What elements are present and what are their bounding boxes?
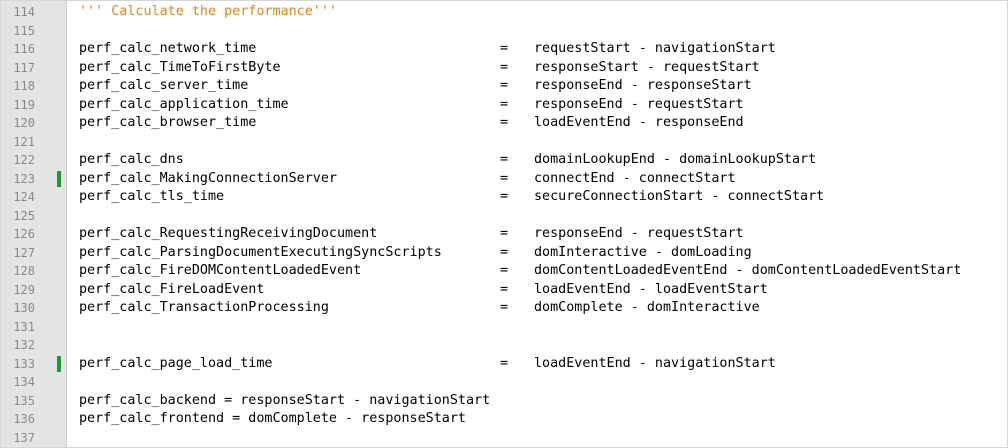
line-number: 131 [13,319,35,334]
code-line[interactable]: perf_calc_TransactionProcessing = domCompl… [79,299,1007,318]
line-number: 122 [13,153,35,167]
expression: secureConnectionStart - connectStart [534,189,825,204]
line-number: 117 [13,60,35,75]
assignment-operator: = [500,78,509,93]
code-line[interactable] [79,22,1007,41]
expression: loadEventEnd - responseEnd [534,115,744,130]
code-line[interactable] [79,336,1007,355]
assignment-operator: = [500,170,509,186]
line-number: 132 [13,338,35,352]
code-line[interactable]: perf_calc_page_load_time = loadEventEnd - … [79,355,1007,374]
code-line[interactable]: perf_calc_tls_time = secureConnectionStart… [79,188,1007,207]
line-number: 136 [13,412,35,426]
code-line[interactable]: perf_calc_FireLoadEvent = loadEventEnd - l… [79,281,1007,300]
variable-name: perf_calc_server_time [79,78,249,93]
code-line[interactable] [79,318,1007,337]
assignment-operator: = [500,226,509,241]
line-number: 125 [13,208,35,223]
line-number: 123 [13,171,35,186]
expression: domInteractive - domLoading [534,244,752,260]
code-line[interactable]: perf_calc_MakingConnectionServer = connect… [79,170,1007,189]
line-number: 115 [13,23,35,38]
assignment-operator: = [500,300,509,315]
code-line[interactable]: perf_calc_browser_time = loadEventEnd - re… [79,114,1007,133]
variable-name: perf_calc_tls_time [79,189,225,204]
code-line[interactable]: perf_calc_application_time = responseEnd -… [79,96,1007,115]
code-line[interactable]: perf_calc_network_time = requestStart - na… [79,40,1007,59]
line-number: 128 [13,264,35,278]
variable-name: perf_calc_frontend = domComplete - respo… [79,411,466,426]
line-number: 116 [13,42,35,56]
line-number-gutter: 114 115 116 117 118 119 120 121 122 123 124 125 126 1… [1,1,67,447]
assignment-operator: = [500,281,509,297]
line-number: 121 [13,134,35,149]
line-number: 137 [13,430,35,445]
line-number: 135 [13,393,35,408]
variable-name: perf_calc_TimeToFirstByte [79,59,281,75]
variable-name: perf_calc_MakingConnectionServer [79,170,337,186]
code-line[interactable]: perf_calc_FireDOMContentLoadedEvent = domC… [79,262,1007,281]
code-line[interactable] [79,429,1007,448]
assignment-operator: = [500,59,509,75]
expression: loadEventEnd - loadEventStart [534,281,768,297]
expression: connectEnd - connectStart [534,170,736,186]
line-number: 129 [13,282,35,297]
line-number: 119 [13,97,35,112]
expression: responseStart - requestStart [534,59,760,75]
code-line[interactable]: perf_calc_dns = domainLookupEnd - domainLo… [79,151,1007,170]
line-number: 126 [13,227,35,241]
assignment-operator: = [500,244,509,260]
code-line[interactable]: perf_calc_server_time = responseEnd - resp… [79,77,1007,96]
variable-name: perf_calc_page_load_time [79,355,273,371]
variable-name: perf_calc_TransactionProcessing [79,300,329,315]
line-number: 124 [13,190,35,204]
expression: responseEnd - requestStart [534,96,744,112]
assignment-operator: = [500,41,509,56]
variable-name: perf_calc_FireDOMContentLoadedEvent [79,263,362,278]
variable-name: perf_calc_RequestingReceivingDocument [79,226,378,241]
code-line[interactable]: perf_calc_ParsingDocumentExecutingSyncSc… [79,244,1007,263]
line-number: 133 [13,356,35,371]
variable-name: perf_calc_application_time [79,96,289,112]
line-number: 134 [13,375,35,389]
expression: loadEventEnd - navigationStart [534,355,776,371]
code-line[interactable] [79,133,1007,152]
line-number: 120 [13,116,35,130]
docstring-comment: ''' Calculate the performance''' [79,4,337,19]
expression: requestStart - navigationStart [534,41,776,56]
assignment-operator: = [500,96,509,112]
assignment-operator: = [500,355,509,371]
variable-name: perf_calc_browser_time [79,115,257,130]
variable-name: perf_calc_dns [79,152,184,167]
code-line[interactable]: perf_calc_backend = responseStart - navi… [79,392,1007,411]
assignment-operator: = [500,263,509,278]
assignment-operator: = [500,189,509,204]
assignment-operator: = [500,115,509,130]
variable-name: perf_calc_network_time [79,41,257,56]
expression: domainLookupEnd - domainLookupStart [534,152,817,167]
code-line[interactable]: perf_calc_frontend = domComplete - respo… [79,410,1007,429]
change-marker [57,356,61,372]
code-line[interactable] [79,373,1007,392]
variable-name: perf_calc_ParsingDocumentExecutingSyncSc… [79,244,442,260]
variable-name: perf_calc_FireLoadEvent [79,281,265,297]
line-number: 127 [13,245,35,260]
code-line[interactable]: perf_calc_TimeToFirstByte = responseStart … [79,59,1007,78]
code-line[interactable]: ''' Calculate the performance''' [79,3,1007,22]
change-marker [57,171,61,187]
expression: responseEnd - requestStart [534,226,744,241]
expression: domContentLoadedEventEnd - domContentLoa… [534,263,962,278]
expression: domComplete - domInteractive [534,300,760,315]
code-line[interactable] [79,207,1007,226]
expression: responseEnd - responseStart [534,78,752,93]
assignment-operator: = [500,152,509,167]
line-number: 130 [13,301,35,315]
line-number: 114 [13,5,35,19]
line-number: 118 [13,79,35,93]
variable-name: perf_calc_backend = responseStart - navi… [79,392,491,408]
code-area[interactable]: ''' Calculate the performance''' perf_cal… [67,1,1007,447]
code-line[interactable]: perf_calc_RequestingReceivingDocument = re… [79,225,1007,244]
